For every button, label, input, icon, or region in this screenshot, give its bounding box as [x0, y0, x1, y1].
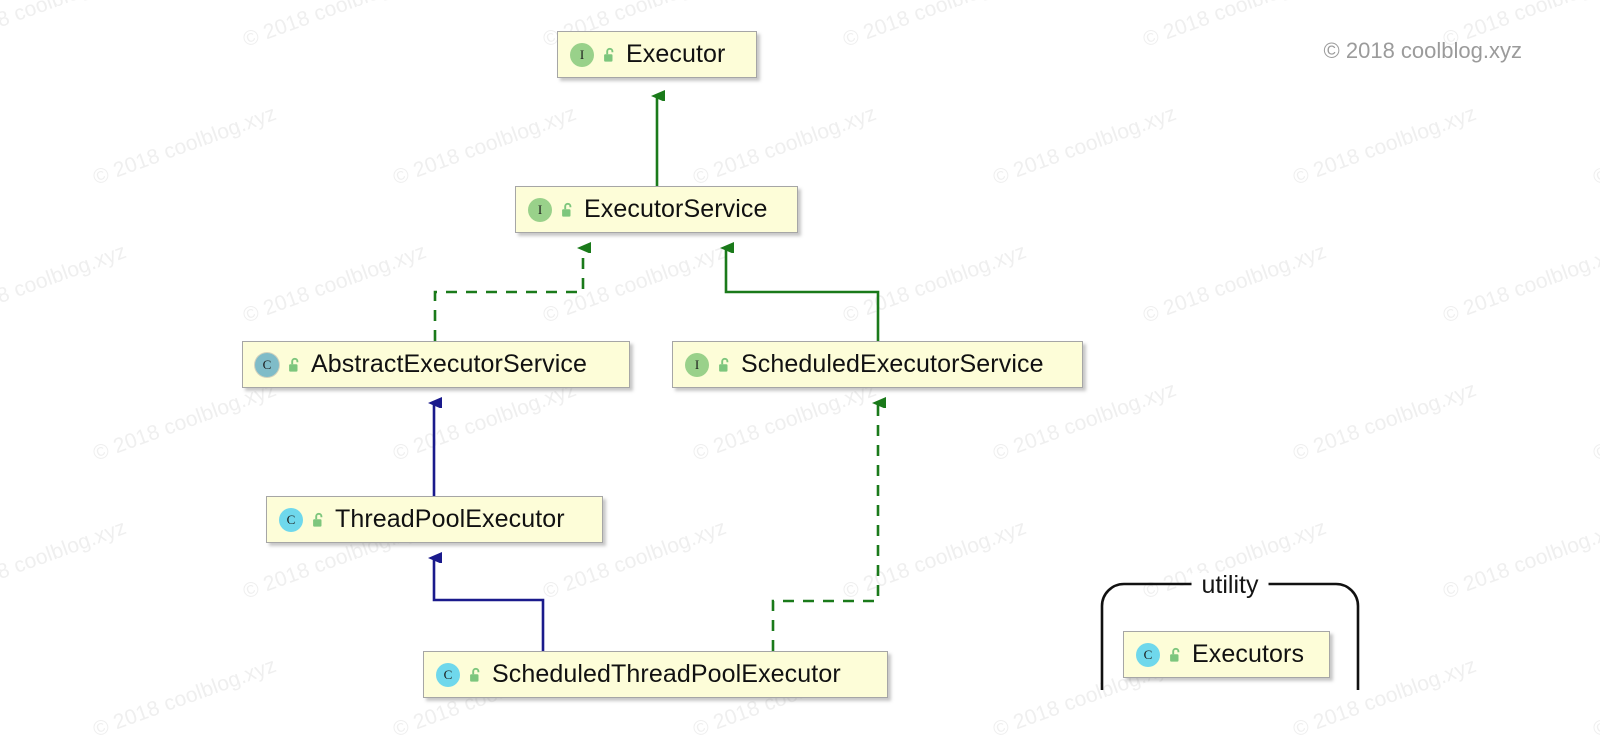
- class-name-label: ThreadPoolExecutor: [335, 505, 565, 533]
- badge-letter: C: [443, 666, 453, 682]
- open-padlock-icon: [719, 357, 729, 372]
- badge-letter: C: [286, 511, 296, 527]
- copyright-notice: © 2018 coolblog.xyz: [1323, 38, 1522, 63]
- open-padlock-icon: [289, 357, 299, 372]
- badge-letter: I: [579, 46, 585, 62]
- open-padlock-icon: [604, 47, 614, 62]
- class-name-label: ExecutorService: [584, 195, 768, 223]
- class-box-executors[interactable]: C Executors: [1123, 631, 1330, 678]
- class-badge-icon: C: [279, 507, 303, 532]
- badge-letter: I: [537, 201, 543, 217]
- class-name-label: Executor: [626, 40, 726, 68]
- interface-badge-icon: I: [570, 42, 594, 67]
- abstract-class-badge-icon: C: [254, 351, 280, 378]
- class-name-label: AbstractExecutorService: [311, 350, 588, 378]
- class-box-executor[interactable]: I Executor: [557, 31, 757, 78]
- class-badge-icon: C: [436, 662, 460, 687]
- package-title-label: utility: [1191, 573, 1269, 598]
- interface-badge-icon: I: [528, 197, 552, 222]
- open-padlock-icon: [470, 667, 480, 682]
- class-box-executor-service[interactable]: I ExecutorService: [515, 186, 798, 233]
- class-name-label: Executors: [1192, 640, 1305, 668]
- interface-badge-icon: I: [685, 352, 709, 377]
- class-badge-icon: C: [1136, 642, 1160, 667]
- open-padlock-icon: [313, 512, 323, 527]
- open-padlock-icon: [1170, 647, 1180, 662]
- badge-letter: C: [262, 356, 272, 372]
- open-padlock-icon: [562, 202, 572, 217]
- class-box-thread-pool-executor[interactable]: C ThreadPoolExecutor: [266, 496, 603, 543]
- class-box-abstract-executor-service[interactable]: C AbstractExecutorService: [242, 341, 630, 388]
- class-box-scheduled-executor-service[interactable]: I ScheduledExecutorService: [672, 341, 1083, 388]
- class-name-label: ScheduledExecutorService: [741, 350, 1044, 378]
- class-box-scheduled-thread-pool-executor[interactable]: C ScheduledThreadPoolExecutor: [423, 651, 888, 698]
- package-frame-utility: utility: [1100, 573, 1360, 692]
- badge-letter: I: [694, 356, 700, 372]
- class-name-label: ScheduledThreadPoolExecutor: [492, 660, 841, 688]
- badge-letter: C: [1143, 646, 1153, 662]
